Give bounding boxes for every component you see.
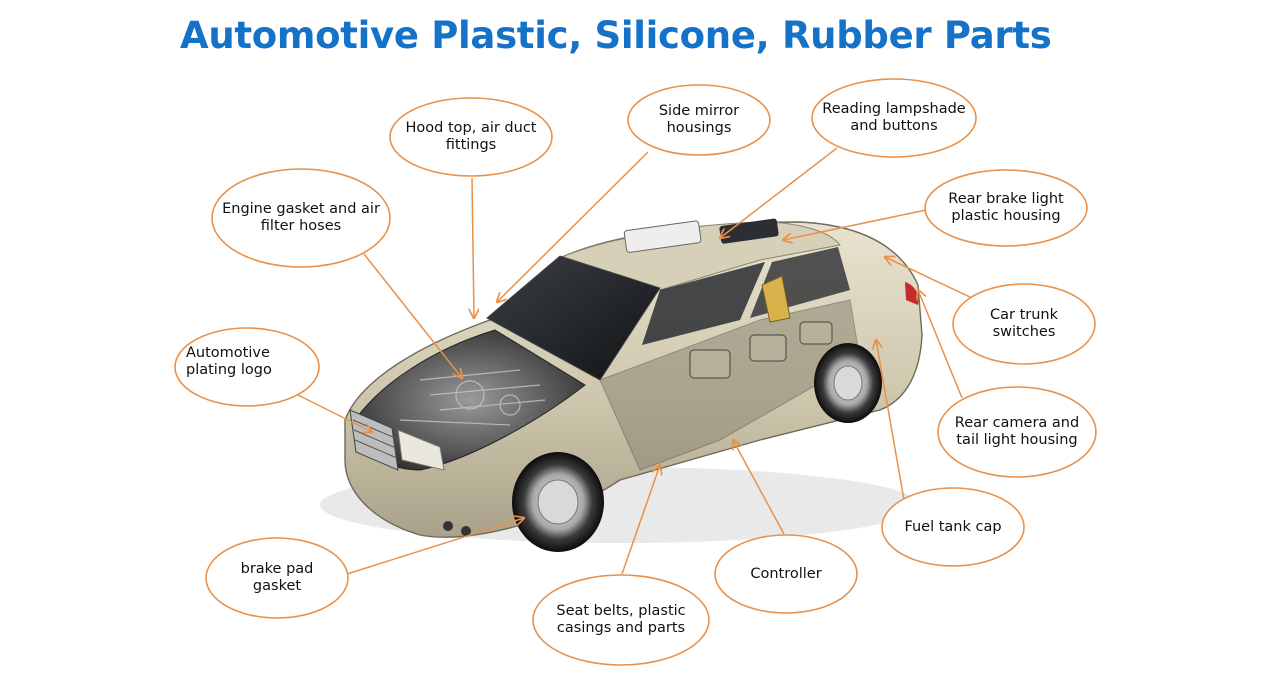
interior-details <box>689 321 833 379</box>
label-side-mirror: Side mirror housings <box>627 84 771 156</box>
leader-lines <box>297 147 973 575</box>
seat <box>761 275 791 323</box>
label-ellipse <box>532 574 710 666</box>
rear-wheel <box>814 343 882 423</box>
label-reading-lampshade: Reading lampshade and buttons <box>811 78 977 158</box>
label-rear-camera: Rear camera and tail light housing <box>937 386 1097 478</box>
label-text: Fuel tank cap <box>904 518 1002 535</box>
label-text: brake pad gasket <box>240 561 314 594</box>
leader-seat-belts <box>621 465 660 575</box>
label-controller: Controller <box>714 534 858 614</box>
sunroof-rear <box>719 218 779 244</box>
label-text: Rear camera and tail light housing <box>954 415 1080 448</box>
leader-rear-camera <box>918 290 963 399</box>
leader-brake-pad <box>346 518 524 575</box>
label-brake-pad-gasket: brake pad gasket <box>205 537 349 619</box>
label-rear-brake-light: Rear brake light plastic housing <box>924 169 1088 247</box>
label-text: Engine gasket and air filter hoses <box>222 201 380 234</box>
leader-plating-logo <box>297 394 372 432</box>
leader-controller <box>733 440 785 535</box>
label-text: Car trunk switches <box>989 307 1058 340</box>
leader-hood-top <box>472 177 474 318</box>
label-text: Side mirror housings <box>658 103 740 136</box>
label-ellipse <box>211 168 391 268</box>
windshield <box>486 255 661 381</box>
label-text: Controller <box>750 565 822 582</box>
tail-light <box>905 282 919 305</box>
label-fuel-tank-cap: Fuel tank cap <box>881 487 1025 567</box>
label-text: Automotive plating logo <box>186 345 272 378</box>
label-ellipse <box>174 327 320 407</box>
label-text: Rear brake light plastic housing <box>948 191 1064 224</box>
leader-engine-gasket <box>363 253 462 378</box>
leader-rear-brake-light <box>783 209 927 240</box>
label-ellipse <box>627 84 771 156</box>
side-window-front <box>642 262 765 345</box>
label-ellipse <box>811 78 977 158</box>
label-hood-top: Hood top, air duct fittings <box>389 97 553 177</box>
label-text: Hood top, air duct fittings <box>405 120 537 153</box>
label-ellipse <box>881 487 1025 567</box>
fog-lights <box>443 521 471 536</box>
label-text: Reading lampshade and buttons <box>822 101 966 134</box>
leader-side-mirror <box>497 151 649 302</box>
label-plating-logo: Automotive plating logo <box>174 327 320 407</box>
leader-fuel-tank <box>876 340 905 501</box>
label-car-trunk-switches: Car trunk switches <box>952 283 1096 365</box>
leader-reading-lampshade <box>720 147 838 238</box>
label-seat-belts: Seat belts, plastic casings and parts <box>532 574 710 666</box>
front-wheel <box>512 452 604 552</box>
engine-details <box>399 369 546 426</box>
label-ellipse <box>205 537 349 619</box>
label-ellipse <box>924 169 1088 247</box>
page-title: Automotive Plastic, Silicone, Rubber Par… <box>180 14 1052 57</box>
label-ellipse <box>714 534 858 614</box>
label-text: Seat belts, plastic casings and parts <box>556 603 686 636</box>
label-engine-gasket: Engine gasket and air filter hoses <box>211 168 391 268</box>
car-illustration <box>320 218 923 552</box>
headlight <box>397 429 445 471</box>
label-ellipse <box>952 283 1096 365</box>
label-ellipse <box>937 386 1097 478</box>
sunroof <box>623 220 702 253</box>
label-ellipse <box>389 97 553 177</box>
leader-car-trunk <box>885 257 973 299</box>
